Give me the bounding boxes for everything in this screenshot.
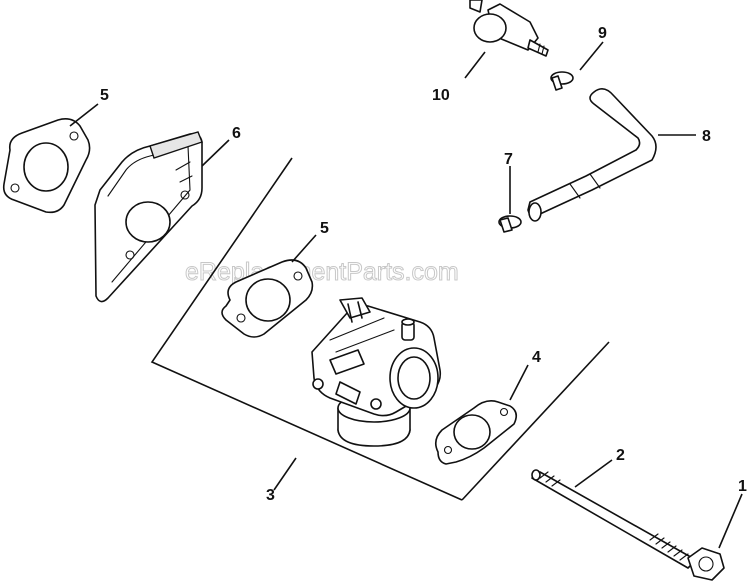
part-2-stud bbox=[531, 469, 697, 569]
callout-9: 9 bbox=[598, 25, 607, 42]
callout-8: 8 bbox=[702, 128, 711, 145]
part-4-gasket bbox=[434, 400, 518, 465]
callout-2: 2 bbox=[616, 447, 625, 464]
watermark-text: eReplacementParts.com bbox=[185, 258, 459, 286]
part-6-spacer bbox=[94, 131, 203, 303]
leader-lines bbox=[69, 41, 743, 549]
callout-6: 6 bbox=[232, 125, 241, 142]
callout-labels: 1 2 3 4 5 5 6 7 8 9 10 bbox=[100, 25, 747, 504]
callout-4: 4 bbox=[532, 349, 541, 366]
part-5-gasket-upper bbox=[2, 118, 91, 214]
callout-5-upper: 5 bbox=[100, 87, 109, 104]
part-8-fuel-line bbox=[527, 88, 657, 222]
callout-10: 10 bbox=[432, 87, 450, 104]
part-3-carburetor bbox=[311, 297, 442, 447]
carburetor-assembly-bracket bbox=[150, 157, 610, 501]
callout-5-lower: 5 bbox=[320, 220, 329, 237]
part-5-gasket-lower bbox=[221, 259, 314, 338]
part-7-clamp bbox=[498, 215, 522, 233]
part-9-clamp bbox=[550, 71, 574, 91]
part-1-nut bbox=[687, 547, 725, 581]
callout-7: 7 bbox=[504, 151, 513, 168]
part-10-fuel-filter bbox=[469, 0, 549, 57]
callout-3: 3 bbox=[266, 487, 275, 504]
callout-1: 1 bbox=[738, 478, 747, 495]
